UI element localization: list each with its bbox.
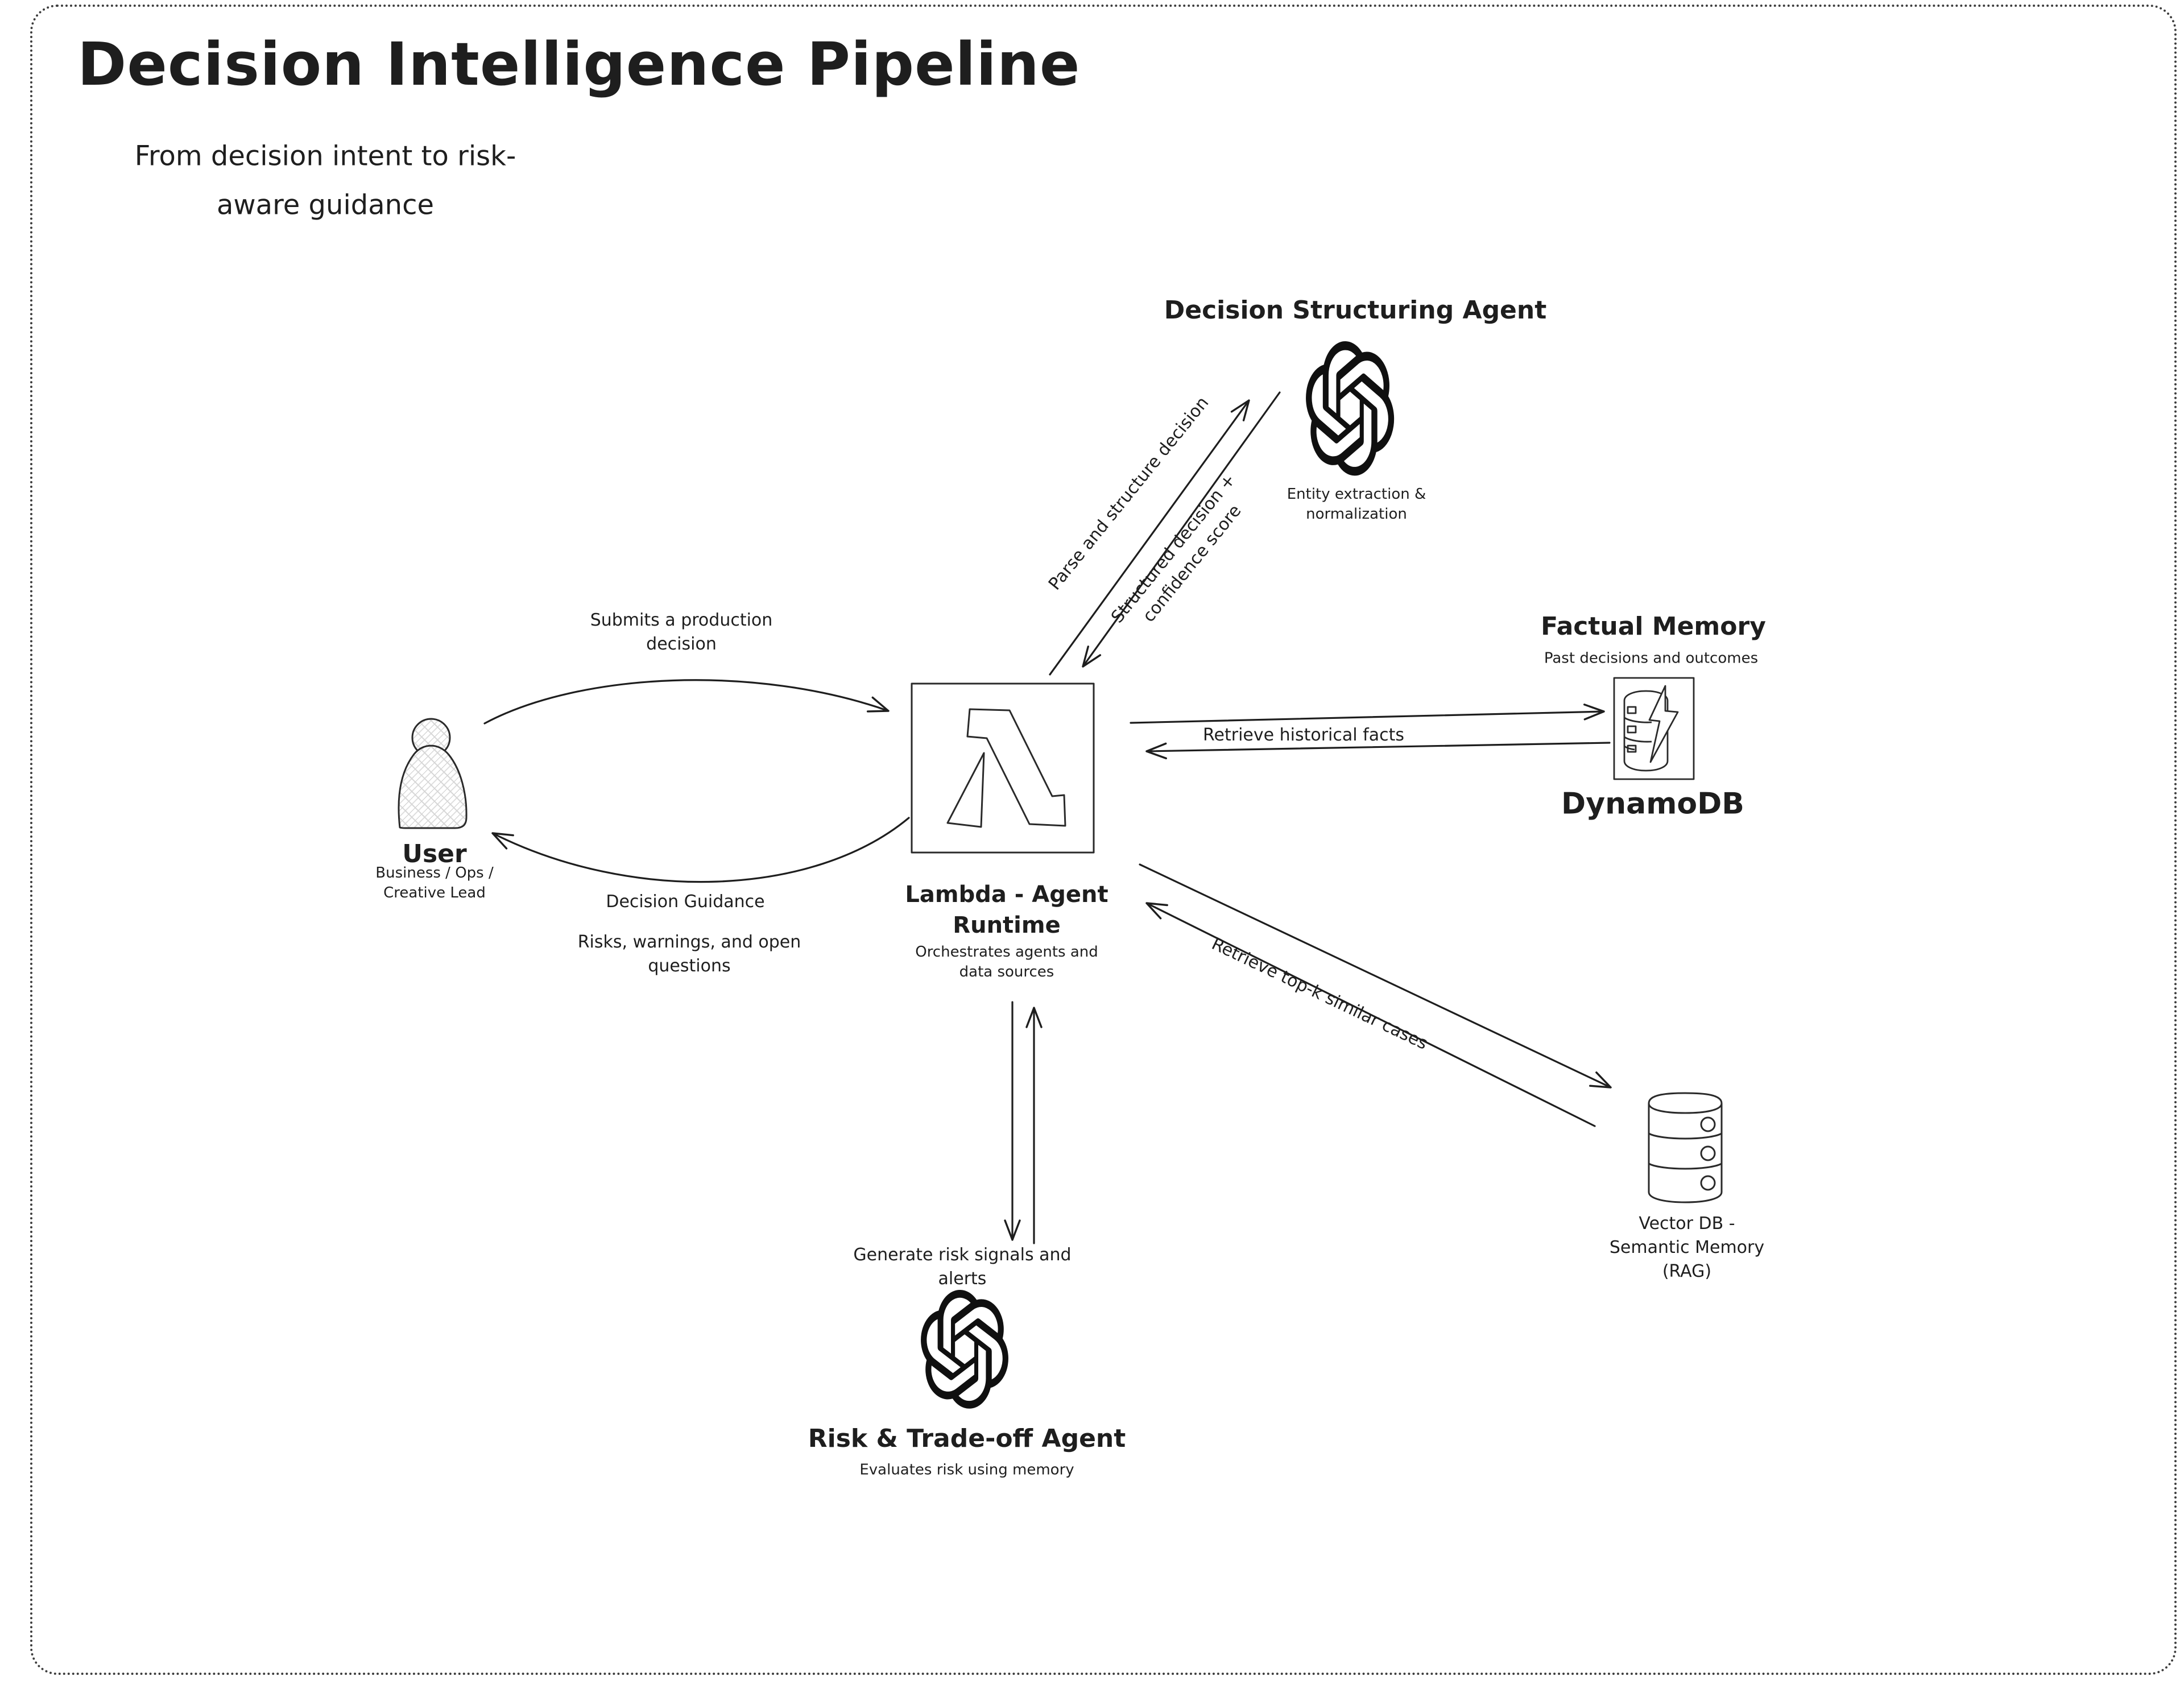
page-subtitle-line1: From decision intent to risk- [134,140,516,172]
arrow-lambda-to-user [491,817,910,883]
risk-signals-edge-label: Generate risk signals and alerts [853,1245,1072,1289]
vector-db-label: Vector DB - Semantic Memory (RAG) [1609,1214,1765,1281]
openai-logo-icon [921,1290,1008,1409]
page-subtitle: From decision intent to risk- aware guid… [135,132,516,230]
risk-agent-title: Risk & Trade-off Agent [808,1424,1126,1454]
arrow-lambda-to-structuring-agent [1049,399,1250,676]
database-cylinder-icon [1648,1092,1723,1203]
arrow-vectordb-to-lambda [1145,902,1596,1127]
arrow-lambda-to-vectordb [1139,863,1612,1089]
factual-memory-subtitle: Past decisions and outcomes [1544,649,1759,667]
user-node-sublabel: Business / Ops / Creative Lead [375,864,494,901]
structuring-agent-caption: Entity extraction & normalization [1287,485,1426,523]
arrow-dynamodb-to-lambda [1145,742,1611,760]
arrow-structuring-agent-to-lambda [1082,391,1281,668]
guidance-edge-label-1: Decision Guidance [606,892,765,912]
openai-logo-icon [1306,341,1395,476]
lambda-node-label: Lambda - Agent Runtime [905,882,1108,938]
page-title: Decision Intelligence Pipeline [77,30,1081,99]
facts-edge-label: Retrieve historical facts [1203,725,1404,745]
user-node-label: User [402,839,467,869]
arrow-user-to-lambda [483,679,890,725]
risk-agent-caption: Evaluates risk using memory [859,1461,1074,1479]
dynamodb-label: DynamoDB [1561,787,1744,821]
submit-edge-label: Submits a production decision [590,610,773,654]
dynamodb-icon [1613,677,1695,780]
lambda-node-caption: Orchestrates agents and data sources [915,943,1098,980]
person-icon [398,718,468,829]
aws-lambda-icon [911,682,1095,854]
arrow-lambda-to-dynamodb [1130,704,1605,724]
page-border [30,5,2177,1675]
guidance-edge-label-2: Risks, warnings, and open questions [577,932,801,976]
structuring-agent-title: Decision Structuring Agent [1164,296,1547,325]
factual-memory-title: Factual Memory [1541,612,1766,642]
page-subtitle-line2: aware guidance [216,189,435,221]
